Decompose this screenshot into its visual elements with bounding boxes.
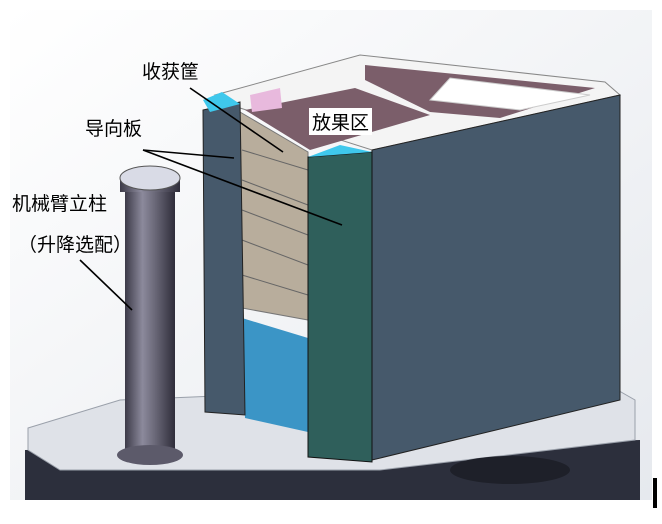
harvest-box (202, 54, 622, 463)
cursor-bar (653, 478, 657, 508)
label-arm-column-note: （升降选配） (18, 234, 133, 256)
leader-lines (79, 87, 343, 311)
label-harvest-basket: 收获筐 (142, 61, 200, 83)
label-fruit-area: 放果区 (309, 108, 373, 135)
label-arm-column: 机械臂立柱 (12, 193, 108, 215)
arm-column (117, 165, 183, 465)
label-guide-plate: 导向板 (85, 118, 143, 140)
